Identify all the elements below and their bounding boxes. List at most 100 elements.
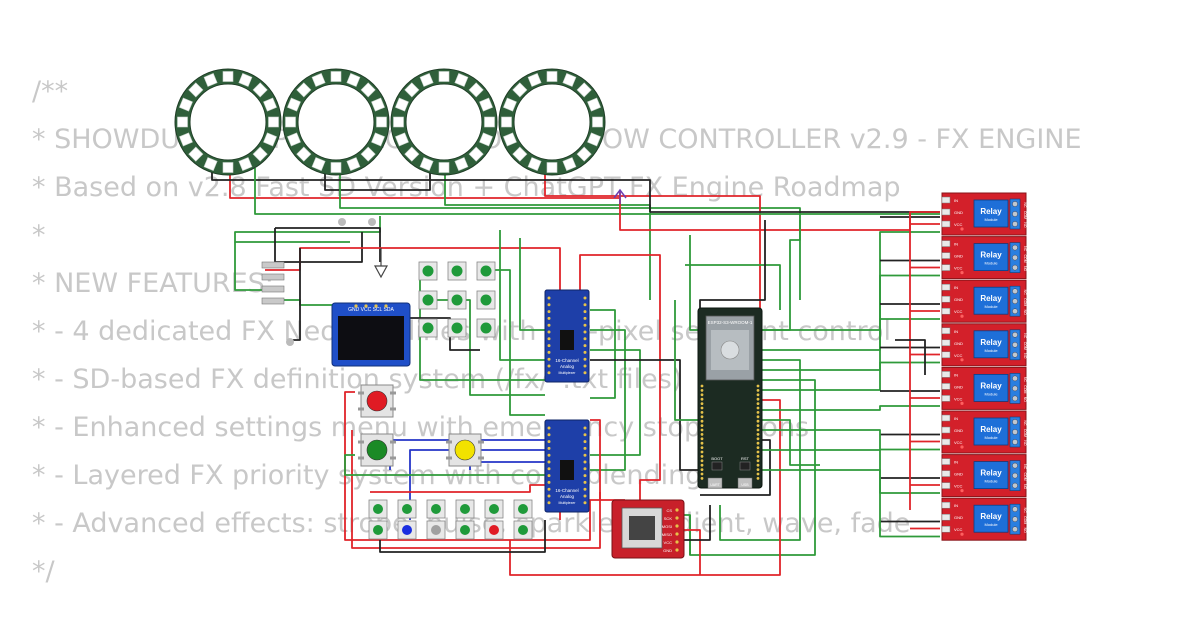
button-leg [478,456,484,460]
button-cap [402,504,412,514]
wire-black [699,220,766,310]
relay-led [960,271,964,275]
wire-black [400,317,480,351]
mux-pin [547,323,551,327]
relay-pin [941,426,951,434]
relay-screw-icon [1012,429,1018,435]
esp32-pin [756,402,760,405]
relay-bank: RelayModuleINGNDVCCNCCOMNORelayModuleING… [941,192,1027,541]
ring-pixel-led [296,146,312,162]
esp32-pin [700,389,704,392]
relay-subtitle: Module [984,435,998,440]
relay-terminal-label: NO [1023,397,1027,403]
wire-green [760,429,940,451]
relay-subtitle: Module [984,261,998,266]
button-cap [489,525,499,535]
mux-pin [583,453,587,457]
sd-pin-label: VCC [664,540,673,545]
ring-pixel-led [587,132,601,147]
sd-pin-label: MOSI [662,524,672,529]
ring-pixel-led [438,71,450,82]
esp32-pin [756,406,760,410]
wire-green [760,361,940,391]
mux-pin [583,296,587,300]
ring-pixel-led [527,73,542,87]
ring-pixel-led [263,97,277,112]
mux-pin [583,310,587,314]
button-cap [431,525,441,535]
wire-red [344,391,591,541]
button-cap [489,504,499,514]
button-cap [518,525,528,535]
esp32-pin [756,455,760,458]
relay-title: Relay [980,294,1002,303]
ring-pixel-led [371,97,385,112]
button-cap [480,322,492,334]
button-cap [518,504,528,514]
esp32-rst-button [739,461,751,471]
ring-inner [297,83,375,161]
relay-coil [973,243,1009,272]
relay-pin [941,283,951,291]
mux-pin [583,467,587,471]
ring-pixel-led [346,73,361,87]
mux-pin [547,344,551,348]
mux-pin [547,467,551,471]
relay-pin-label: VCC [954,484,963,489]
ring-pixel-led [263,132,277,147]
button-cap [422,265,434,277]
button-leg [390,440,396,444]
ring-pixel-led [393,116,404,128]
relay-pin [941,414,951,422]
usb-port [707,477,723,489]
relay-screw-icon [1012,331,1018,338]
relay-pin-label: GND [954,428,963,433]
wire-green [760,405,940,411]
esp32-pin [700,393,704,397]
sd-pin [675,508,679,512]
ring-pixel-led [252,82,268,98]
wire-black [211,168,651,212]
button-leg [358,456,364,460]
ring-pixel-led [404,146,420,162]
wire-black [680,505,711,541]
ring-pixel-led [222,162,234,173]
esp32-pin [700,437,704,441]
relay-screw-icon [1012,516,1018,523]
usb-port [737,477,753,489]
ring-pixel-led [376,116,387,128]
button-cap [480,294,492,306]
esp32-pin [756,477,760,480]
ring-pixel-led [587,97,601,112]
esp32-pin [700,419,704,423]
mux-pin [547,453,551,457]
esp32-chip-label: ESP32-S3-WROOM-1 [708,320,753,325]
wire-red [509,399,781,576]
relay-screw-icon [1012,395,1018,402]
relay-terminal-label: NC [1023,333,1027,339]
relay-pin [941,264,951,271]
ring-pixel-led [177,116,188,128]
tactile-button [418,318,438,338]
wire-black [590,359,698,471]
relay-pin [941,482,951,489]
usb-port-label: USB [741,483,749,487]
wire-layer [211,168,940,576]
ring-pixel-led [360,146,376,162]
button-cap [451,265,463,277]
relay-pin-label: IN [954,198,958,203]
ring-pixel-led [395,132,409,147]
esp32-pin [756,472,760,476]
neopixel-ring [174,68,282,176]
relay-pin [941,458,951,465]
oled-pin [364,304,368,308]
wire-green [760,469,940,538]
esp32-pin [756,397,760,401]
relay-pin-label: VCC [954,266,963,271]
code-comment-line: * [32,220,46,251]
esp32-pin [700,428,704,432]
relay-pin [941,438,951,446]
wire-green [674,300,698,421]
